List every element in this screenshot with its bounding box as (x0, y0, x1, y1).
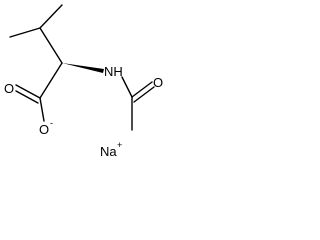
nitrogen-label: NH (104, 64, 123, 79)
bond-amide-o-double-b (133, 86, 155, 103)
amide-oxygen-label: O (153, 75, 163, 90)
bond-ch-alpha (39, 27, 63, 64)
carboxylate-oxygen-label: O (39, 122, 49, 137)
sodium-charge-label: + (117, 140, 122, 150)
sodium-label: Na (100, 144, 117, 159)
bond-n-amide (121, 76, 133, 98)
bond-ch-methyl2 (39, 4, 63, 29)
carboxyl-oxygen-label: O (4, 81, 14, 96)
bond-carboxyl-o-single (39, 97, 45, 122)
bond-carboxyl-o-double-b (15, 90, 39, 104)
bond-carboxyl-o-double-a (15, 84, 41, 99)
wedge-bond-alpha-n (62, 63, 104, 73)
bond-alpha-carboxyl (39, 62, 63, 99)
structure-diagram: NH O O - O Na + (4, 4, 163, 159)
carboxylate-charge-label: - (50, 118, 53, 128)
bond-methyl1-ch (9, 27, 41, 38)
bond-amide-o-double-a (131, 81, 153, 98)
